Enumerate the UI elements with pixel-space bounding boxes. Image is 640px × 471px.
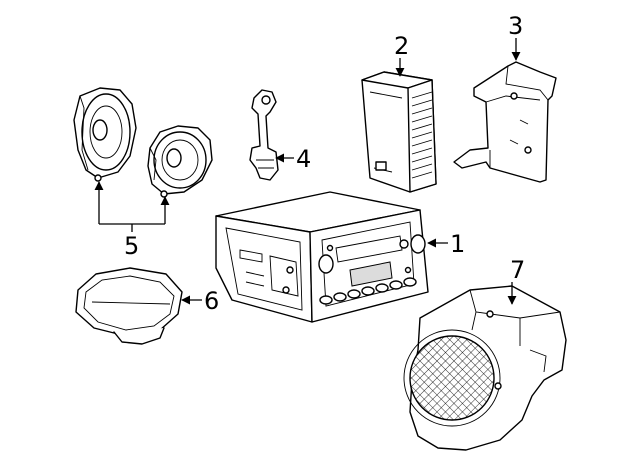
subwoofer-enclosure (403, 285, 567, 451)
callout-1: 1 (450, 230, 465, 258)
radio-preset-buttons (319, 277, 417, 305)
callout-4: 4 (296, 145, 311, 173)
amplifier-module (361, 71, 437, 193)
connector-bracket (249, 89, 279, 181)
subwoofer-grille (409, 335, 495, 421)
callout-5-leader (94, 181, 170, 232)
callout-7: 7 (510, 256, 525, 284)
radio-knobs (318, 234, 426, 274)
radio-receiver (215, 191, 429, 323)
mounting-bracket (453, 61, 557, 183)
callout-3: 3 (508, 12, 523, 40)
callout-5: 5 (124, 232, 139, 260)
callout-2: 2 (394, 32, 409, 60)
amplifier-pins (411, 91, 433, 179)
front-speaker-left (73, 87, 137, 182)
front-speaker-right (147, 125, 213, 198)
callout-6: 6 (204, 287, 219, 315)
speaker-trim-ring (75, 267, 183, 345)
